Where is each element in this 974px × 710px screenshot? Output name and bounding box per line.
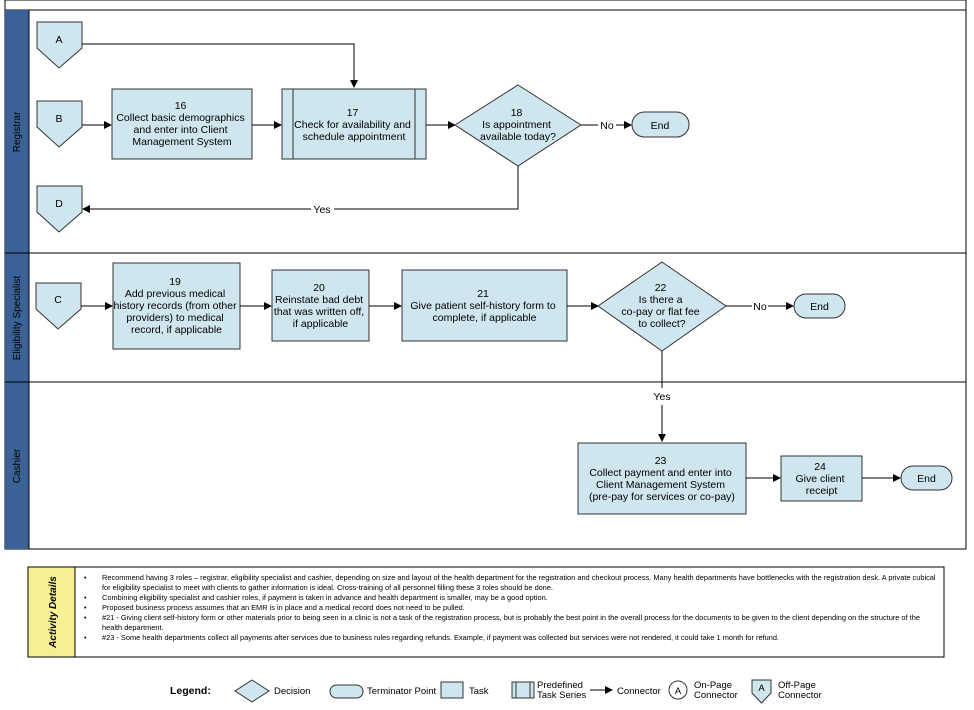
activity-bullet: Combining eligibility specialist and cas… <box>80 593 940 603</box>
legend-onpage-label: On-Page Connector <box>694 680 738 701</box>
task-21 <box>401 269 568 342</box>
terminator-end-2-label: End <box>810 301 829 313</box>
legend-offpage-letter: A <box>758 683 765 694</box>
task-19-text: 19 Add previous medical history records … <box>113 276 239 336</box>
terminator-end-2 <box>793 293 846 319</box>
task-23 <box>577 442 747 515</box>
top-strip <box>4 0 967 11</box>
activity-details: Recommend having 3 roles – registrar, el… <box>28 567 944 657</box>
task-19 <box>112 262 241 350</box>
task-24-text: 24 Give client receipt <box>796 461 848 497</box>
legend-task-label: Task <box>469 686 489 697</box>
activity-bullet: Proposed business process assumes that a… <box>80 603 940 613</box>
lane-label-cashier: Cashier <box>12 448 23 483</box>
connector-d-label: D <box>55 198 63 210</box>
legend-offpage-label: Off-Page Connector <box>778 680 822 701</box>
task-21-text: 21 Give patient self-history form to com… <box>410 288 558 324</box>
connector-c-label: C <box>54 294 62 306</box>
activity-bullet: #21 - Giving client self-history form or… <box>80 613 940 633</box>
activity-details-title: Activity Details <box>48 576 59 649</box>
lane-header-band <box>5 10 29 549</box>
edge-label-no-2: No <box>753 301 767 313</box>
terminator-end-1-label: End <box>651 120 670 132</box>
legend-onpage-symbol <box>668 680 688 700</box>
edge-label-yes-2: Yes <box>653 391 670 403</box>
legend-terminator-symbol <box>329 684 364 699</box>
legend-title: Legend: <box>170 685 211 697</box>
legend-decision-label: Decision <box>274 686 310 697</box>
decision-22-text: 22 Is there a co-pay or flat fee to coll… <box>621 282 702 330</box>
legend-task-symbol <box>440 681 464 699</box>
legend-onpage-letter: A <box>675 686 682 697</box>
legend-predefined-symbol <box>511 681 535 699</box>
off-page-connector-a <box>36 21 83 69</box>
task-20 <box>271 269 370 342</box>
activity-details-list: Recommend having 3 roles – registrar, el… <box>80 573 940 643</box>
legend-terminator-label: Terminator Point <box>367 686 437 697</box>
decision-18-text: 18 Is appointment available today? <box>480 107 556 143</box>
lane-label-registrar: Registrar <box>12 111 23 152</box>
activity-details-header <box>27 566 76 658</box>
connector-a-label: A <box>55 34 62 46</box>
connector-b-label: B <box>55 113 62 125</box>
task-20-text: 20 Reinstate bad debt that was written o… <box>274 282 367 330</box>
legend-offpage-symbol <box>751 679 772 704</box>
task-16-text: 16 Collect basic demographics and enter … <box>116 100 247 148</box>
lane-label-eligibility: Eligibility Specialist <box>12 276 23 361</box>
predefined-task-17 <box>281 88 427 160</box>
task-16 <box>111 88 253 160</box>
edge-label-no: No <box>600 120 614 132</box>
activity-bullet: #23 - Some health departments collect al… <box>80 633 940 643</box>
off-page-connector-b <box>36 100 83 148</box>
off-page-connector-c <box>35 282 82 330</box>
off-page-connector-d <box>36 185 83 233</box>
terminator-end-3 <box>900 465 953 491</box>
flow-18-yes-a <box>334 166 519 210</box>
legend-predefined-label: Predefined Task Series <box>537 680 586 701</box>
task-23-text: 23 Collect payment and enter into Client… <box>589 455 735 503</box>
terminator-end-3-label: End <box>917 473 936 485</box>
terminator-end-1 <box>631 111 690 138</box>
flow-a-to-17 <box>82 43 358 88</box>
task-17-text: 17 Check for availability and schedule a… <box>294 107 414 143</box>
legend-connector-label: Connector <box>617 686 661 697</box>
edge-label-yes: Yes <box>313 204 330 216</box>
activity-bullet: Recommend having 3 roles – registrar, el… <box>80 573 940 593</box>
legend-decision-symbol <box>234 679 270 703</box>
